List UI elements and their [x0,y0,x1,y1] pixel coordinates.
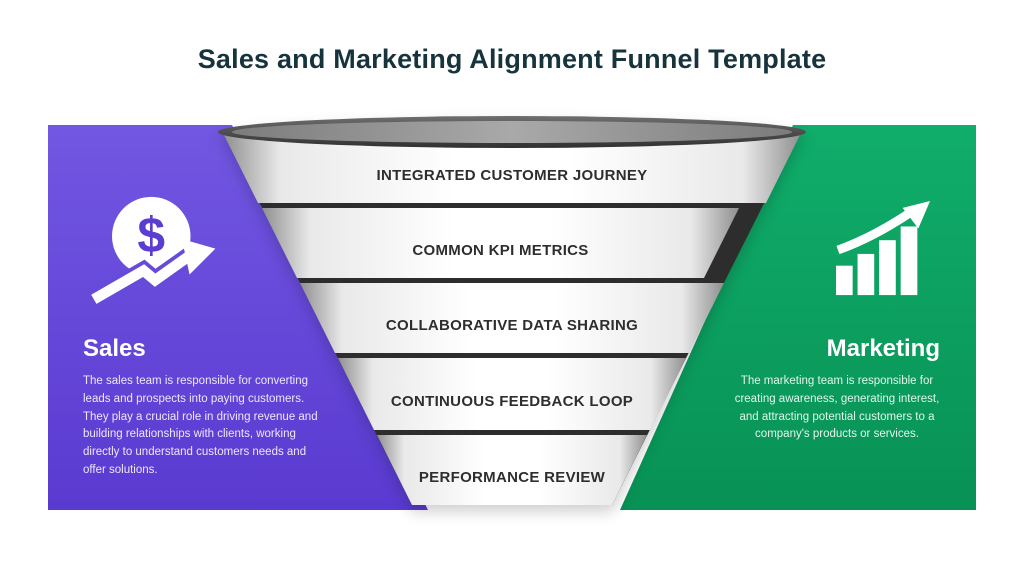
sales-heading: Sales [83,335,146,362]
bar-chart-rising-arrow-icon [836,201,931,296]
funnel-stage-label: COLLABORATIVE DATA SHARING [385,316,639,334]
funnel-stage-label: PERFORMANCE REVIEW [418,468,606,486]
funnel-stage-3: COLLABORATIVE DATA SHARING [300,283,724,353]
funnel-stage-label: CONTINUOUS FEEDBACK LOOP [390,392,634,410]
funnel-stage-5: PERFORMANCE REVIEW [377,435,647,505]
page-title: Sales and Marketing Alignment Funnel Tem… [197,44,827,74]
funnel-top-rim [218,116,806,148]
dollar-coin-growth-arrow-icon: $ [90,196,216,308]
sales-description: The sales team is responsible for conver… [83,375,318,477]
funnel-stage-label: COMMON KPI METRICS [412,241,589,259]
svg-text:$: $ [137,207,165,263]
funnel-stage-label: INTEGRATED CUSTOMER JOURNEY [376,166,648,184]
funnel-stage-4: CONTINUOUS FEEDBACK LOOP [338,358,686,430]
funnel-top-opening [232,121,792,143]
marketing-description: The marketing team is responsible for cr… [734,375,940,441]
funnel-stage-2: COMMON KPI METRICS [262,208,739,278]
marketing-heading: Marketing [826,335,940,362]
